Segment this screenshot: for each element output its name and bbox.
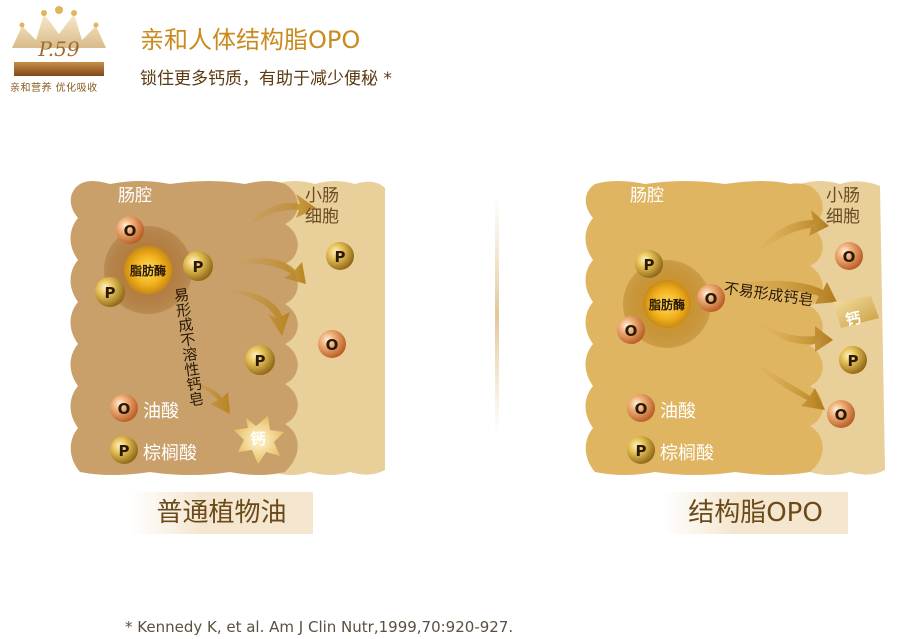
sphere-letter-o: O: [843, 248, 856, 266]
cell-label-left: 小肠 细胞: [305, 186, 339, 229]
arrow-down: [220, 289, 290, 336]
palmitic-acid-sphere-left: [95, 277, 125, 307]
lumen-label-left: 肠腔: [118, 186, 152, 206]
panel-divider: [495, 195, 499, 435]
sphere-letter-p: P: [255, 352, 266, 370]
cell-label-line: 小肠: [305, 186, 339, 206]
calcium-label: 钙: [250, 430, 265, 448]
oleic-acid-sphere-cell: [318, 330, 346, 358]
cell-label-line: 细胞: [305, 207, 339, 228]
page-title: 亲和人体结构脂OPO: [140, 26, 361, 54]
sphere-letter-p: P: [105, 284, 116, 302]
lumen-label-right: 肠腔: [630, 186, 664, 206]
sphere-letter-o: O: [326, 336, 339, 354]
calcium-label: 钙: [844, 309, 862, 329]
legend-oleic-sphere: [110, 394, 138, 422]
page-subtitle: 锁住更多钙质，有助于减少便秘 *: [140, 69, 392, 89]
lipase-enzyme: [124, 246, 172, 294]
legend-oleic-label: 油酸: [660, 401, 696, 422]
arrow-to-cell-2: [230, 258, 306, 284]
caption-opo: 结构脂OPO: [663, 492, 848, 534]
oleic-acid-sphere-left: [617, 316, 645, 344]
palmitic-acid-sphere-mid: [245, 345, 275, 375]
left-diagram: O P P P P O O P 脂肪酶 钙: [70, 181, 385, 475]
sphere-letter-o: O: [124, 222, 137, 240]
sphere-letter-o: O: [835, 406, 848, 424]
enzyme-label: 脂肪酶: [648, 297, 685, 312]
legend-oleic-label: 油酸: [143, 401, 179, 422]
legend-letter-o: O: [635, 400, 648, 418]
arrow-to-cell-2: [755, 318, 833, 352]
oleic-acid-sphere-right: [697, 284, 725, 312]
palmitic-acid-sphere-right: [183, 251, 213, 281]
logo-badge: P.59: [12, 6, 106, 76]
legend-palmitic-label: 棕榈酸: [143, 443, 197, 464]
lipase-enzyme: [643, 280, 691, 328]
arrow-to-cell-1: [750, 210, 829, 258]
palmitic-acid-sphere-cell: [326, 242, 354, 270]
crown-icon: [12, 6, 106, 48]
sphere-letter-p: P: [335, 248, 346, 266]
oleic-acid-sphere-top: [116, 216, 144, 244]
logo-mark: P.59: [37, 37, 79, 61]
caption-vegetable-oil: 普通植物油: [130, 492, 313, 534]
legend-palmitic-sphere: [110, 436, 138, 464]
sphere-letter-p: P: [644, 256, 655, 274]
arrow-to-cell-1: [240, 194, 316, 232]
arrow-to-soap: [180, 378, 230, 414]
footnote-citation: * Kennedy K, et al. Am J Clin Nutr,1999,…: [125, 618, 514, 636]
arrow-calcium-pass: [715, 280, 837, 304]
cell-label-line: 小肠: [826, 186, 860, 206]
sphere-letter-p: P: [848, 352, 859, 370]
small-intestine-cell: [275, 181, 385, 475]
legend-palmitic-label: 棕榈酸: [660, 443, 714, 464]
calcium-soap-burst: [234, 416, 284, 464]
enzyme-label: 脂肪酶: [129, 263, 166, 278]
legend-letter-p: P: [119, 442, 130, 460]
calcium-block: [833, 296, 879, 328]
sphere-letter-o: O: [625, 322, 638, 340]
cell-label-line: 细胞: [826, 207, 860, 228]
sphere-letter-o: O: [705, 290, 718, 308]
legend-letter-p: P: [636, 442, 647, 460]
logo-caption: 亲和营养 优化吸收: [10, 83, 98, 94]
sphere-letter-p: P: [193, 258, 204, 276]
oleic-acid-sphere-cell-top: [835, 242, 863, 270]
right-diagram: P O O O P O O P 脂肪酶 钙: [585, 181, 885, 475]
cell-label-right: 小肠 细胞: [826, 186, 860, 229]
legend-palmitic-sphere: [627, 436, 655, 464]
arrow-to-cell-3: [750, 358, 825, 410]
oleic-acid-sphere-cell-bottom: [827, 400, 855, 428]
legend-oleic-sphere: [627, 394, 655, 422]
palmitic-acid-sphere-top: [635, 250, 663, 278]
palmitic-acid-sphere-cell: [839, 346, 867, 374]
legend-letter-o: O: [118, 400, 131, 418]
